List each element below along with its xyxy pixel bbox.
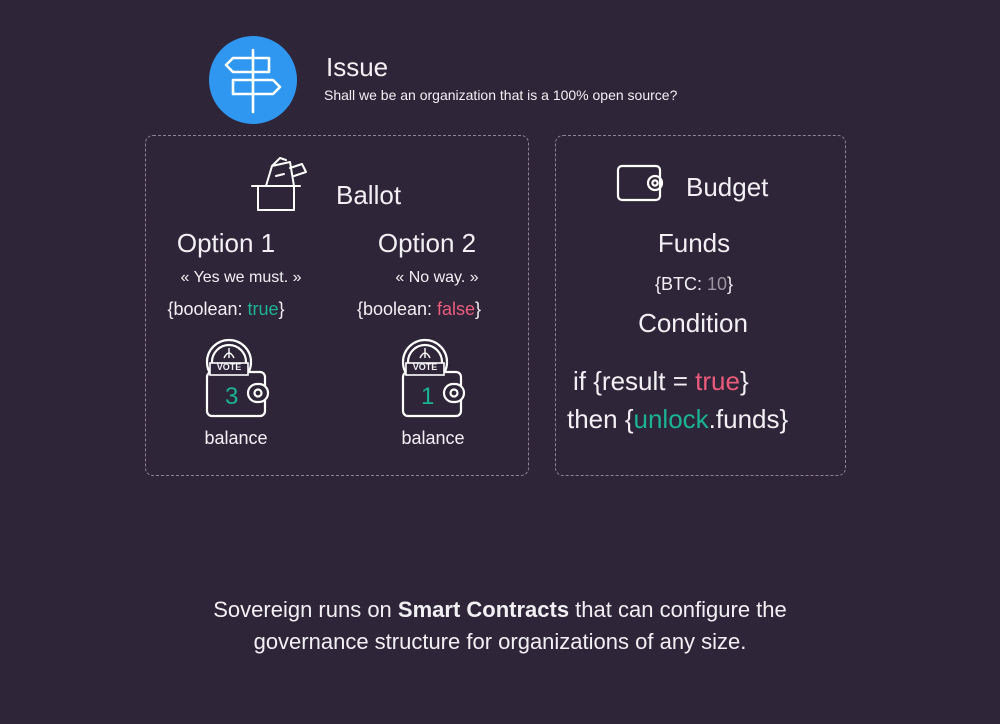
boolean-prefix: {boolean:	[167, 299, 248, 319]
condition-line-then: then {unlock.funds}	[567, 404, 788, 435]
if-suffix: }	[739, 366, 749, 396]
boolean-prefix: {boolean:	[356, 299, 438, 319]
condition-line-if: if {result = true}	[573, 366, 749, 397]
footer-line-1: Sovereign runs on Smart Contracts that c…	[0, 594, 1000, 626]
boolean-suffix: }	[278, 299, 285, 319]
issue-question: Shall we be an organization that is a 10…	[324, 87, 678, 103]
ballot-box-icon	[251, 157, 307, 211]
if-prefix: if {result =	[573, 366, 696, 396]
balance-value: 3	[225, 383, 239, 410]
wallet-icon	[616, 164, 664, 202]
boolean-value-false: false	[437, 299, 476, 319]
footer-text-after: that can configure the	[569, 597, 787, 622]
balance-label: balance	[401, 428, 465, 448]
coin-label: VOTE	[412, 362, 438, 372]
ballot-title: Ballot	[336, 180, 402, 210]
balance-label: balance	[204, 428, 268, 448]
vote-wallet-icon: VOTE 1	[398, 336, 474, 420]
coin-label: VOTE	[216, 362, 242, 372]
funds-value: {BTC: 10}	[655, 274, 733, 295]
funds-amount: 10	[706, 274, 728, 294]
option-2-title: Option 2	[377, 228, 477, 258]
funds-suffix: }	[727, 274, 734, 294]
option-2-boolean: {boolean: false}	[357, 299, 481, 320]
boolean-suffix: }	[475, 299, 482, 319]
option-2-quote: « No way. »	[395, 269, 479, 286]
then-prefix: then {	[567, 404, 634, 434]
issue-title: Issue	[326, 52, 389, 82]
footer-text-before: Sovereign runs on	[213, 597, 398, 622]
signpost-icon	[209, 36, 297, 124]
boolean-value-true: true	[247, 299, 279, 319]
funds-prefix: {BTC:	[654, 274, 707, 294]
footer-line-2: governance structure for organizations o…	[253, 629, 747, 654]
budget-panel: Budget Funds {BTC: 10} Condition if {res…	[555, 135, 846, 476]
balance-value: 1	[421, 383, 435, 410]
budget-title: Budget	[686, 172, 769, 202]
result-true: true	[695, 366, 740, 396]
footer-bold: Smart Contracts	[397, 597, 570, 622]
ballot-panel: Ballot Option 1 « Yes we must. » {boolea…	[145, 135, 529, 476]
then-suffix: .funds}	[708, 404, 789, 434]
option-1-title: Option 1	[176, 228, 276, 258]
vote-wallet-icon: VOTE 3	[202, 336, 278, 420]
option-1-quote: « Yes we must. »	[180, 269, 302, 286]
condition-title: Condition	[638, 308, 748, 338]
funds-title: Funds	[657, 228, 731, 258]
option-1-boolean: {boolean: true}	[167, 299, 284, 320]
unlock-keyword: unlock	[633, 404, 709, 434]
footer-caption: Sovereign runs on Smart Contracts that c…	[0, 594, 1000, 658]
